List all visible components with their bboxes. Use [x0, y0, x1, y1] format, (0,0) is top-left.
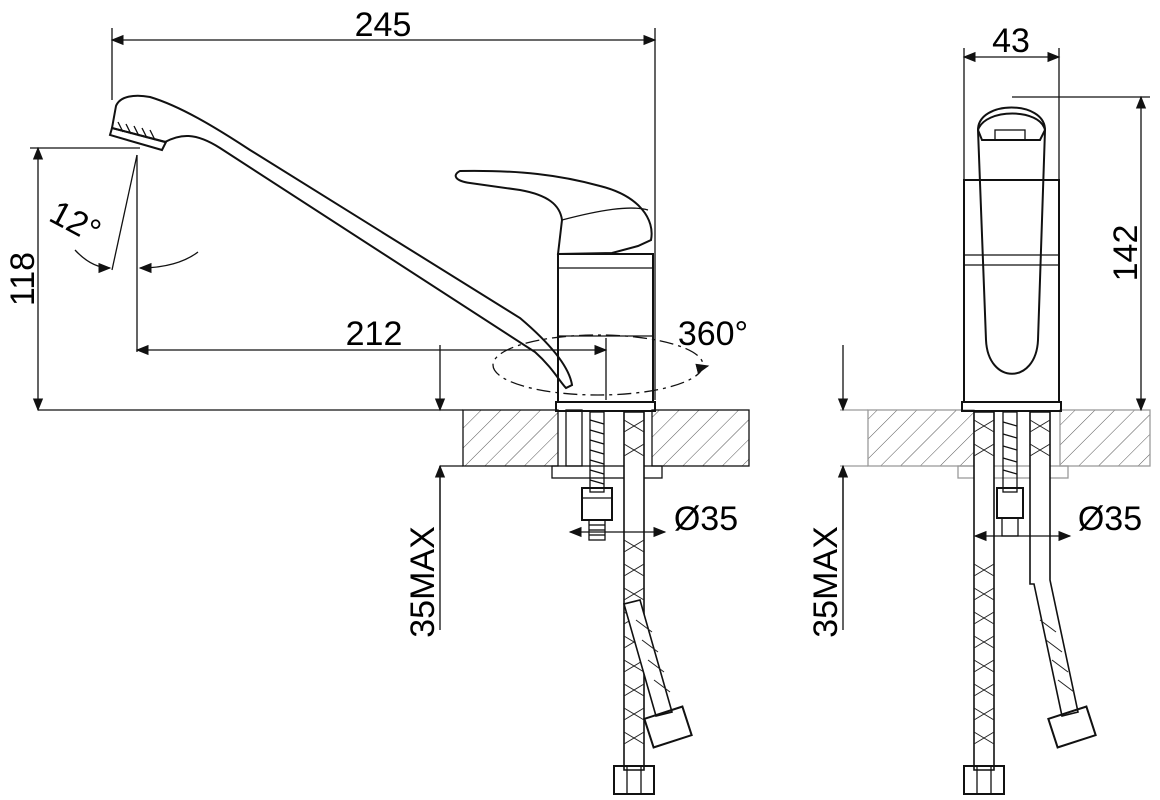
mounting-side: Ø35	[957, 411, 1142, 795]
dim-overall-length: 245	[355, 6, 412, 44]
faucet-body-side	[961, 106, 1062, 412]
dim-swivel: 360°	[678, 315, 748, 353]
dim-max-thickness-front: 35MAX	[404, 526, 442, 638]
countertop-left	[462, 409, 559, 467]
mounting-front: Ø35	[551, 409, 738, 795]
countertop-side-left	[867, 409, 975, 467]
countertop-side-right	[1059, 409, 1151, 467]
dim-side-width: 43	[992, 22, 1030, 60]
dim-mount-hole-side: Ø35	[1078, 500, 1142, 538]
dim-spout-reach: 212	[346, 315, 403, 353]
dim-side-height: 142	[1107, 225, 1145, 282]
dim-mount-hole-front: Ø35	[674, 500, 738, 538]
dim-height: 118	[4, 252, 42, 306]
swivel-ellipse	[492, 334, 704, 396]
front-view: 245 118 12° 212 360° 35MAX	[4, 6, 750, 795]
dim-max-thickness-side: 35MAX	[807, 526, 845, 638]
countertop-right	[651, 409, 750, 467]
side-view: 43 142 35MAX	[807, 22, 1151, 795]
spout-front	[108, 94, 574, 390]
dim-tilt-angle: 12°	[44, 193, 107, 251]
